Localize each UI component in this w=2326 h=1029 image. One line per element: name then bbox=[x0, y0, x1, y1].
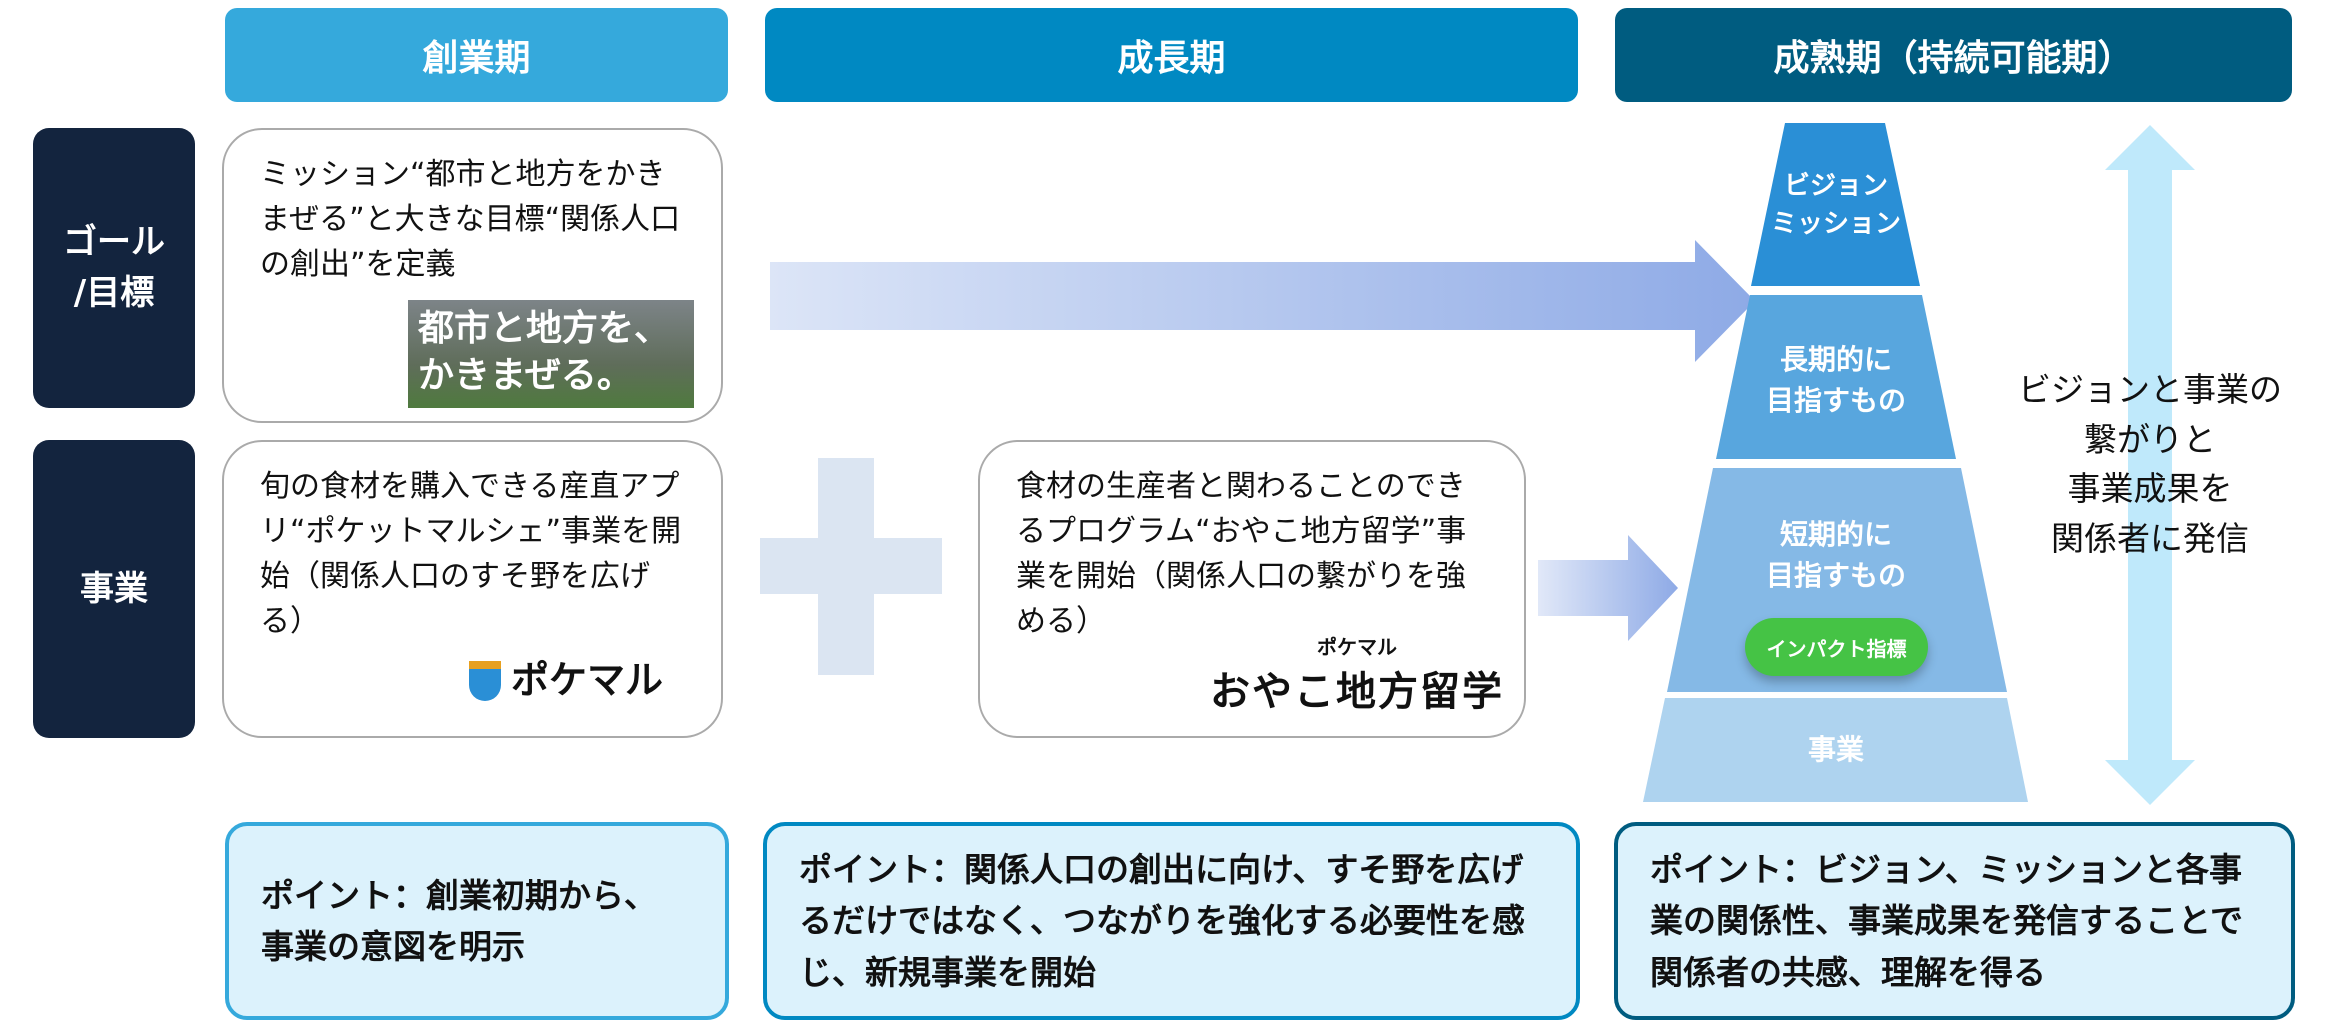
business-arrow bbox=[1538, 535, 1678, 641]
level-business-label: 事業 bbox=[1807, 733, 1864, 766]
phase-header-startup: 創業期 bbox=[225, 8, 728, 102]
oyako-logo: ポケマル おやこ地方留学 bbox=[1210, 635, 1504, 715]
pyramid-level-business bbox=[1643, 698, 2028, 802]
level-vision-label: ビジョン ミッション bbox=[1770, 171, 1901, 239]
pokemaru-logo: ポケマル bbox=[469, 652, 663, 709]
mission-image: 都市と地方を、 かきまぜる。 bbox=[408, 300, 694, 408]
goal-box: ミッション“都市と地方をかきまぜる”と大きな目標“関係人口の創出”を定義 都市と… bbox=[222, 128, 723, 423]
level-long-term-label: 長期的に 目指すもの bbox=[1765, 343, 1906, 417]
business-text-1: 旬の食材を購入できる産直アプリ“ポケットマルシェ”事業を開始（関係人口のすそ野を… bbox=[260, 469, 682, 639]
plus-icon-bar bbox=[760, 538, 942, 594]
point-box-growth: ポイント：関係人口の創出に向け、すそ野を広げるだけではなく、つながりを強化する必… bbox=[763, 822, 1580, 1020]
double-arrow-icon bbox=[2105, 125, 2195, 805]
row-label-goal: ゴール /目標 bbox=[33, 128, 195, 408]
row-label-business: 事業 bbox=[33, 440, 195, 738]
goal-text: ミッション“都市と地方をかきまぜる”と大きな目標“関係人口の創出”を定義 bbox=[260, 157, 681, 282]
pyramid-level-long-term bbox=[1716, 295, 1956, 459]
point-box-mature: ポイント：ビジョン、ミッションと各事業の関係性、事業成果を発信することで関係者の… bbox=[1614, 822, 2295, 1020]
impact-indicator-badge: インパクト指標 bbox=[1745, 618, 1928, 676]
side-message: ビジョンと事業の 繋がりと 事業成果を 関係者に発信 bbox=[2018, 370, 2282, 558]
goal-arrow bbox=[770, 240, 1755, 362]
phase-header-growth: 成長期 bbox=[765, 8, 1578, 102]
point-box-startup: ポイント：創業初期から、 事業の意図を明示 bbox=[225, 822, 729, 1020]
pyramid-level-vision bbox=[1751, 123, 1920, 286]
phase-header-mature: 成熟期（持続可能期） bbox=[1615, 8, 2292, 102]
business-box-pocket-marche: 旬の食材を購入できる産直アプリ“ポケットマルシェ”事業を開始（関係人口のすそ野を… bbox=[222, 440, 723, 738]
basket-icon bbox=[469, 660, 501, 701]
business-box-oyako: 食材の生産者と関わることのできるプログラム“おやこ地方留学”事業を開始（関係人口… bbox=[978, 440, 1526, 738]
level-short-term-label: 短期的に 目指すもの bbox=[1765, 518, 1906, 592]
business-text-2: 食材の生産者と関わることのできるプログラム“おやこ地方留学”事業を開始（関係人口… bbox=[1016, 469, 1467, 639]
